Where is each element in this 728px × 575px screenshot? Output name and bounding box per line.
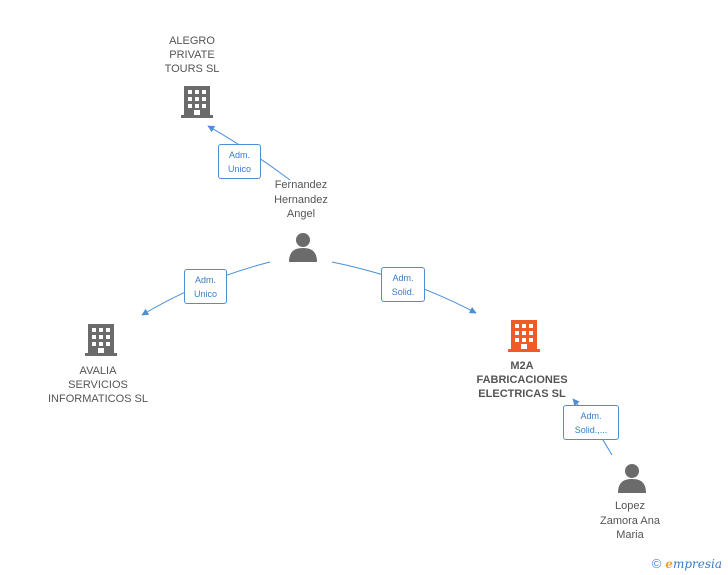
node-label-lopez[interactable]: Lopez Zamora Ana Maria [600,500,660,541]
edge-label-adm-unico[interactable]: Adm. Unico [184,269,227,304]
building-icon[interactable] [85,324,117,356]
node-label-alegro[interactable]: ALEGRO PRIVATE TOURS SL [164,35,220,75]
node-label-m2a[interactable]: M2A FABRICACIONES ELECTRICAS SL [476,360,568,400]
footer-brand: © empresia [652,556,722,571]
building-icon[interactable] [181,86,213,118]
edge-label-adm-solid-more[interactable]: Adm. Solid.,... [563,405,619,440]
copyright-symbol: © [651,556,662,571]
node-label-fernandez[interactable]: Fernandez Hernandez Angel [274,179,328,220]
building-icon[interactable] [508,320,540,352]
person-icon[interactable] [618,464,646,493]
edge-label-adm-unico[interactable]: Adm. Unico [218,144,261,179]
node-label-avalia[interactable]: AVALIA SERVICIOS INFORMATICOS SL [47,365,149,405]
edge-label-adm-solid[interactable]: Adm. Solid. [381,267,425,302]
brand-logo[interactable]: empresia [665,556,722,571]
person-icon[interactable] [289,233,317,262]
